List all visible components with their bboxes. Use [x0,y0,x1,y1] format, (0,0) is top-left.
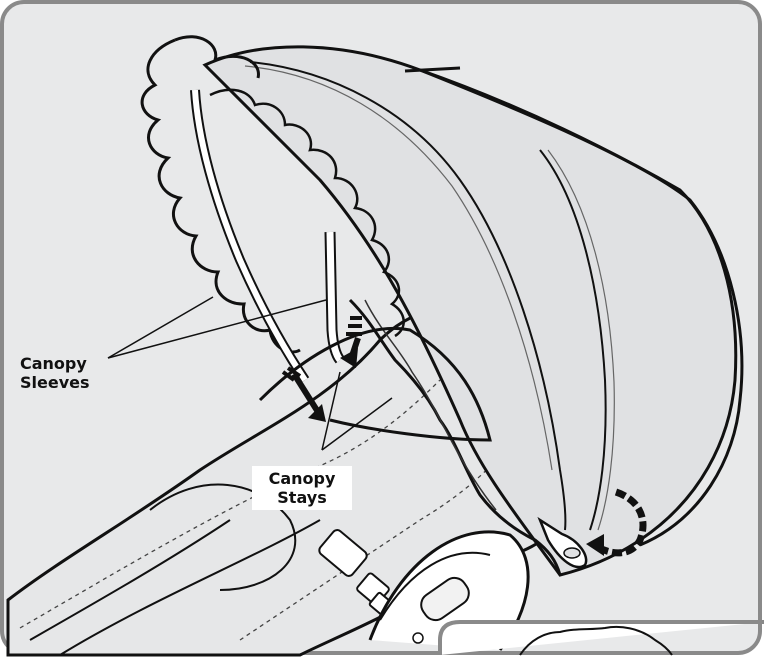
canopy-sleeves-label: Canopy Sleeves [20,354,90,392]
canopy-stays-label: Canopy Stays [252,466,352,510]
